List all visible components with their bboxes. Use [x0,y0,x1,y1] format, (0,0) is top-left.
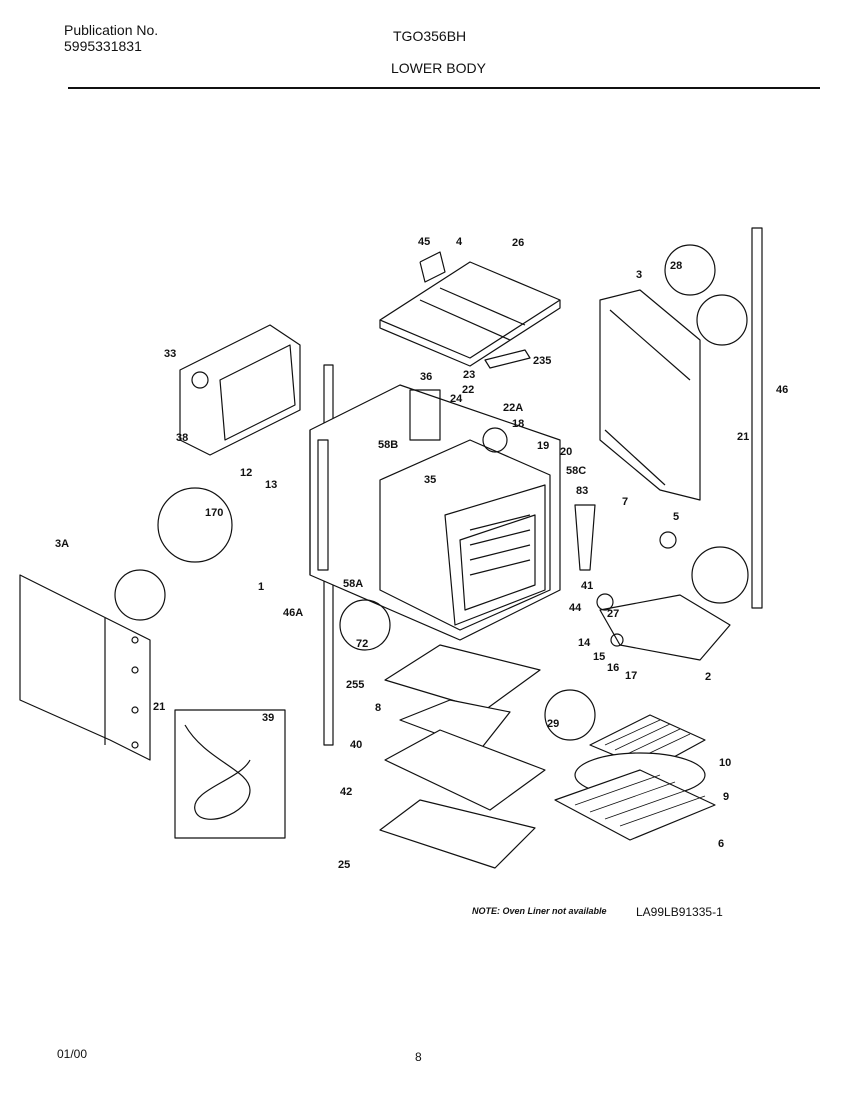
callout-label: 39 [262,712,274,724]
callout-label: 36 [420,371,432,383]
callout-label: 14 [578,637,591,649]
callout-label: 255 [346,679,364,691]
callout-label: 3 [636,269,642,281]
callout-label: 21 [737,431,749,443]
publication-label: Publication No. [64,22,159,38]
callout-label: 4 [456,236,463,248]
callout-label: 5 [673,511,679,523]
detail-72-circle [339,599,391,651]
footer-date: 01/00 [57,1047,88,1061]
callout-label: 24 [450,393,463,405]
page-number: 8 [415,1050,422,1064]
callout-label: 27 [607,608,619,620]
callout-label: 40 [350,739,362,751]
callout-label: 9 [723,791,729,803]
callout-label: 41 [581,580,593,592]
callout-label: 58C [566,465,586,477]
valve-18-part [482,427,508,453]
callout-label: 19 [537,440,549,452]
callout-label: 46 [776,384,788,396]
callout-label: 38 [176,432,188,444]
detail-29-circle [544,689,596,741]
callout-label: 1 [258,581,264,593]
callout-label: 45 [418,236,430,248]
detail-170-circle [157,487,233,563]
callout-label: 2 [705,671,711,683]
callout-label: 25 [338,859,350,871]
callout-label: 15 [593,651,605,663]
section-title: LOWER BODY [391,60,486,76]
plate-2-part [599,594,731,661]
callout-label: 10 [719,757,731,769]
tray-8-part [384,644,541,711]
callout-label: 13 [265,479,277,491]
header-rule [68,87,820,89]
detail-clip-circle [114,569,166,621]
publication-number: 5995331831 [64,38,142,54]
leveler-5-part [659,531,677,549]
plate-25-part [379,799,536,869]
door-panel-left-part [19,574,151,761]
callout-label: 20 [560,446,572,458]
trim-rod-46-part [751,227,763,609]
callout-label: 72 [356,638,368,650]
callout-label: 6 [718,838,724,850]
callout-label: 83 [576,485,588,497]
bracket-235-part [484,349,531,369]
callout-label: 170 [205,507,223,519]
callout-label: 35 [424,474,436,486]
callout-label: 42 [340,786,352,798]
callout-label: 7 [622,496,628,508]
power-cord-inset [174,709,286,839]
callout-label: 46A [283,607,303,619]
callout-label: 17 [625,670,637,682]
duct-36-part [409,389,441,441]
callout-label: 16 [607,662,619,674]
detail-clip-right-circle [696,294,748,346]
drawing-code: LA99LB91335-1 [636,905,723,919]
bracket-7-part [574,504,596,571]
callout-label: 22 [462,384,474,396]
knob-27-part [596,593,614,611]
knob-16-part [610,633,624,647]
floor-42-part [384,729,546,811]
panel-33-part [179,324,301,456]
detail-28-circle [664,244,716,296]
callout-label: 22A [503,402,523,414]
detail-44-circle [691,546,749,604]
power-cord-part [184,724,251,820]
callout-label: 28 [670,260,682,272]
callout-label: 23 [463,369,475,381]
callout-label: 21 [153,701,165,713]
callout-label: 12 [240,467,252,479]
side-panel-right-part [599,289,701,501]
callout-label: 235 [533,355,551,367]
oven-body-part [309,384,561,641]
callout-label: 3A [55,538,69,550]
oven-liner-note: NOTE: Oven Liner not available [472,906,607,916]
callout-label: 44 [569,602,582,614]
top-plate-part [379,251,561,367]
callout-label: 26 [512,237,524,249]
callout-label: 58B [378,439,398,451]
callout-label: 18 [512,418,524,430]
oven-rack-part [554,769,716,841]
callout-label: 8 [375,702,381,714]
callout-label: 58A [343,578,363,590]
callout-label: 33 [164,348,176,360]
callout-label: 29 [547,718,559,730]
model-number: TGO356BH [393,28,467,44]
